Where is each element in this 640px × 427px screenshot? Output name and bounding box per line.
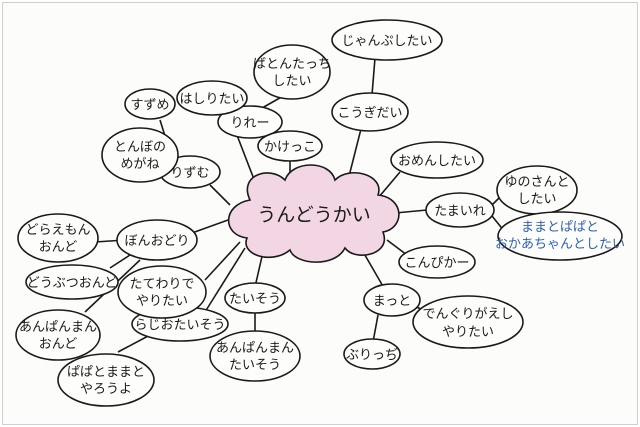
node-mama: ままとぱぱと おかあちゃんとしたい <box>495 211 625 261</box>
node-bonodori: ぼんおどり <box>116 219 198 261</box>
node-tatewari-line1: たてわりで <box>129 277 194 292</box>
node-buritchi: ぶりっぢ <box>343 338 401 370</box>
node-dengurigaeshi-line1: でんぐりがえし <box>422 307 513 322</box>
node-doraemon-line2: おんど <box>39 240 78 255</box>
node-koraogidai: こうぎだい <box>331 92 409 132</box>
node-anpanman-ondo: あんぱんまん おんど <box>15 309 101 361</box>
center-label: うんどうかい <box>257 204 370 226</box>
node-omenshitai: おめんしたい <box>390 141 484 179</box>
node-bonodori-label: ぼんおどり <box>124 234 189 249</box>
node-koraogidai-label: こうぎだい <box>337 106 402 121</box>
node-papamama-line2: やろうよ <box>80 382 132 397</box>
node-doubutsu-label: どうぶつおんど <box>27 276 118 291</box>
node-konbika-label: こんぴかー <box>404 256 469 271</box>
node-kakekko-label: かけっこ <box>264 140 316 155</box>
node-hashiritai: はしりたい <box>176 80 248 116</box>
node-yuno-line2: したい <box>517 192 556 207</box>
node-matto: まっと <box>363 283 421 317</box>
node-yuno-line1: ゆのさんと <box>504 175 569 190</box>
node-rajio-label: らじおたいそう <box>134 318 225 333</box>
node-doubutsu: どうぶつおんど <box>25 264 119 300</box>
node-hashiritai-label: はしりたい <box>179 92 244 107</box>
node-buritchi-label: ぶりっぢ <box>346 347 398 363</box>
node-taiso: たいそう <box>224 282 286 314</box>
node-tonbo: とんぼの めがね <box>101 127 179 183</box>
node-anpanman-taiso: あんぱんまん たいそう <box>209 330 301 382</box>
node-batontacchi-line2: したい <box>272 74 311 89</box>
node-tatewari-line2: やりたい <box>136 294 188 309</box>
node-taiso-label: たいそう <box>229 292 281 307</box>
node-rire: りれー <box>217 105 283 139</box>
node-tamaire-label: たまいれ <box>434 204 486 219</box>
node-mama-line2: おかあちゃんとしたい <box>495 237 625 252</box>
node-janpushitai: じゃんぷしたい <box>331 19 443 61</box>
node-anpanman-ondo-line1: あんぱんまん <box>19 320 97 335</box>
node-rire-label: りれー <box>230 116 269 131</box>
node-mama-line1: ままとぱぱと <box>521 220 599 235</box>
node-doraemon: どらえもん おんど <box>17 213 99 263</box>
node-konbika: こんぴかー <box>398 245 476 279</box>
node-tamaire: たまいれ <box>425 192 495 228</box>
node-suzume: すずめ <box>124 88 176 120</box>
node-kakekko: かけっこ <box>257 130 323 162</box>
node-papamama-line1: ぱぱとままと <box>67 365 145 380</box>
node-janpushitai-label: じゃんぷしたい <box>341 34 432 49</box>
node-tatewari: たてわりで やりたい <box>117 265 207 319</box>
node-tonbo-line2: めがね <box>120 157 159 172</box>
node-batontacchi-line1: ばとんたっち <box>253 57 331 72</box>
node-yuno: ゆのさんと したい <box>496 165 578 215</box>
node-anpanman-taiso-line2: たいそう <box>229 358 281 373</box>
node-omenshitai-label: おめんしたい <box>398 154 476 169</box>
node-anpanman-taiso-line1: あんぱんまん <box>216 341 294 356</box>
node-dengurigaeshi-line2: やりたい <box>442 325 494 340</box>
node-doraemon-line1: どらえもん <box>25 223 90 238</box>
node-suzume-label: すずめ <box>130 98 169 113</box>
node-dengurigaeshi: でんぐりがえし やりたい <box>412 295 524 349</box>
node-anpanman-ondo-line2: おんど <box>39 337 78 352</box>
node-papamama: ぱぱとままと やろうよ <box>57 353 155 407</box>
node-batontacchi: ばとんたっち したい <box>253 44 331 100</box>
node-matto-label: まっと <box>373 294 411 309</box>
node-tonbo-line1: とんぼの <box>114 140 166 155</box>
node-risumu-label: りずむ <box>170 166 209 181</box>
center-cloud: うんどうかい <box>227 164 400 263</box>
